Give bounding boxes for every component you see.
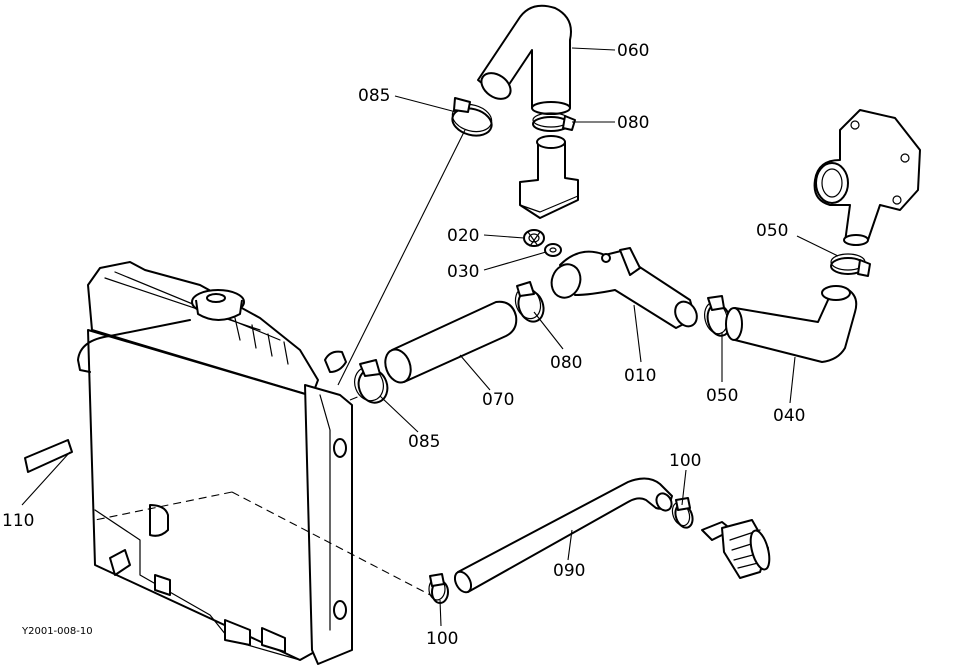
clamp-080-middle xyxy=(514,281,545,323)
callout-labels: 060 080 085 020 030 080 010 070 085 050 … xyxy=(2,41,805,649)
hose-090 xyxy=(453,477,673,594)
drain-fitting xyxy=(701,519,771,579)
callout-090: 090 xyxy=(553,561,585,581)
washer-030 xyxy=(544,243,562,257)
clamp-080-upper xyxy=(532,112,576,132)
hose-070 xyxy=(384,300,518,384)
tag-plate-110 xyxy=(24,439,73,473)
clamp-085-upper xyxy=(451,97,493,137)
pipe-010 xyxy=(550,247,698,329)
callout-030: 030 xyxy=(447,262,479,282)
thermostat-outlet xyxy=(519,135,579,219)
callout-085-upper: 085 xyxy=(358,86,390,106)
hose-040 xyxy=(725,285,858,363)
callout-010: 010 xyxy=(624,366,656,386)
callout-100-upper: 100 xyxy=(669,451,701,471)
callout-020: 020 xyxy=(447,226,479,246)
callout-070: 070 xyxy=(482,390,514,410)
clamp-085-lower xyxy=(354,359,389,404)
clamp-100-upper xyxy=(671,497,694,529)
fitting-020 xyxy=(523,229,545,247)
callout-050-upper: 050 xyxy=(756,221,788,241)
callout-050-lower: 050 xyxy=(706,386,738,406)
hose-060 xyxy=(477,4,572,115)
clamp-050-upper xyxy=(830,253,871,277)
water-pump-housing xyxy=(813,109,921,246)
figure-id: Y2001-008-10 xyxy=(21,626,93,637)
callout-080-middle: 080 xyxy=(550,353,582,373)
callout-100-lower: 100 xyxy=(426,629,458,649)
callout-080-upper: 080 xyxy=(617,113,649,133)
leader-lines xyxy=(21,47,839,627)
callout-060: 060 xyxy=(617,41,649,61)
callout-085-lower: 085 xyxy=(408,432,440,452)
callout-110: 110 xyxy=(2,511,34,531)
radiator xyxy=(77,261,353,665)
callout-040: 040 xyxy=(773,406,805,426)
clamp-100-lower xyxy=(428,573,449,604)
